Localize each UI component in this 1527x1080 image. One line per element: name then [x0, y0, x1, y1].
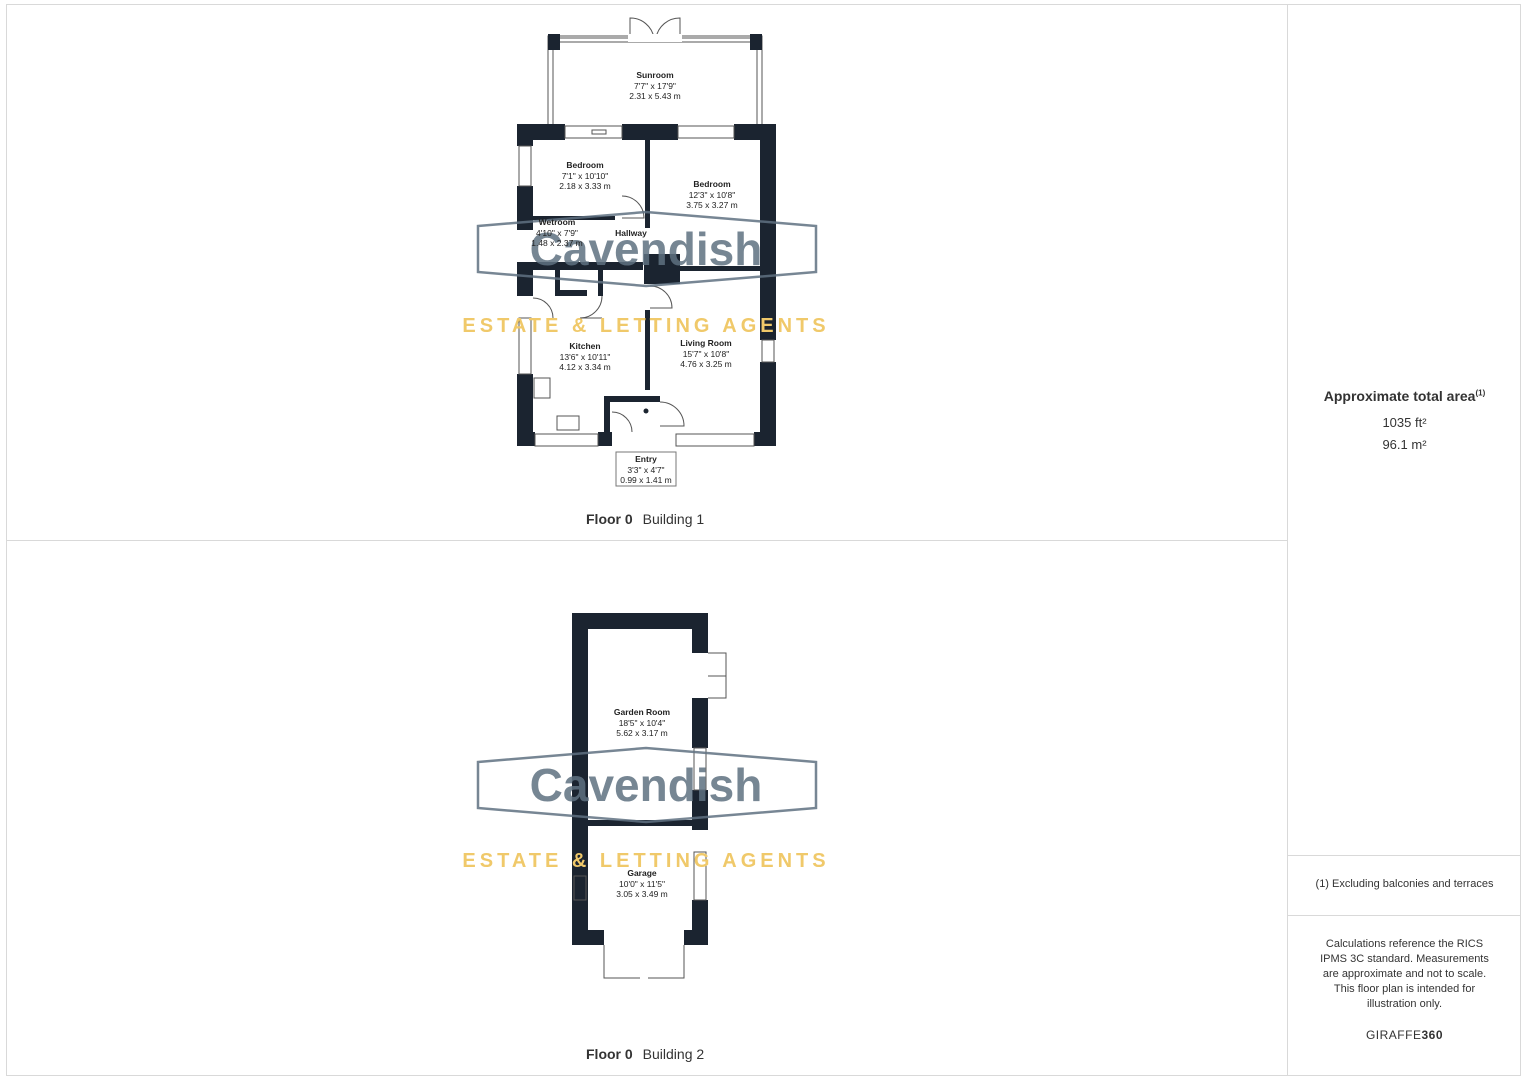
room-dims-metric: 5.62 x 3.17 m [616, 728, 668, 738]
watermark-tagline-1: ESTATE & LETTING AGENTS [462, 315, 829, 337]
total-area-title: Approximate total area(1) [1323, 388, 1486, 404]
room-dims-imperial: 7'7" x 17'9" [634, 81, 676, 91]
watermark-logo-text-1: Cavendish [530, 223, 763, 275]
sunroom-post-right [750, 34, 762, 50]
sidebar-rule-2 [1288, 915, 1521, 916]
room-dims-imperial: 13'6" x 10'11" [560, 352, 611, 362]
room-dims-imperial: 15'7" x 10'8" [683, 349, 730, 359]
room-dims-imperial: 7'1" x 10'10" [562, 171, 609, 181]
house-walls [517, 124, 776, 446]
room-dims-metric: 4.12 x 3.34 m [559, 362, 611, 372]
room-dims-imperial: 4'10" x 7'9" [536, 228, 578, 238]
building-2-plan [572, 613, 727, 979]
outbuilding-walls [572, 613, 708, 945]
exclusion-note: (1) Excluding balconies and terraces [1315, 878, 1494, 890]
entry-label-box [615, 451, 677, 487]
room-name: Kitchen [569, 341, 600, 351]
room-name: Sunroom [636, 70, 674, 80]
giraffe360-logo: GIRAFFE360 [1365, 1028, 1444, 1042]
floor-caption-building-1: Floor 0 Building 1 [586, 511, 704, 527]
cavendish-watermark: Cavendish ESTATE & LETTING AGENTS Cavend… [462, 210, 829, 872]
floor-level: Floor 0 [586, 1046, 633, 1062]
sidebar-divider [1287, 4, 1288, 1076]
entry-marker [643, 408, 649, 414]
room-dims-imperial: 3'3" x 4'7" [627, 465, 664, 475]
room-dims-metric: 2.31 x 5.43 m [629, 91, 681, 101]
room-name: Bedroom [693, 179, 731, 189]
room-name: Garden Room [614, 707, 671, 717]
sunroom-post-left [548, 34, 560, 50]
room-name: Garage [627, 868, 657, 878]
footnote-mark: (1) [1475, 388, 1486, 398]
sunroom-door-gap [628, 34, 682, 42]
room-labels: Sunroom 7'7" x 17'9" 2.31 x 5.43 m Bedro… [531, 70, 738, 899]
room-name: Entry [635, 454, 657, 464]
room-dims-metric: 4.76 x 3.25 m [680, 359, 732, 369]
floor-level: Floor 0 [586, 511, 633, 527]
room-dims-metric: 0.99 x 1.41 m [620, 475, 672, 485]
room-dims-imperial: 12'3" x 10'8" [689, 190, 736, 200]
disclaimer-note: Calculations reference the RICS IPMS 3C … [1320, 938, 1489, 1010]
house-windows [518, 125, 775, 447]
floor-divider [6, 540, 1287, 541]
room-name: Hallway [615, 228, 647, 238]
room-dims-metric: 3.75 x 3.27 m [686, 200, 738, 210]
room-name: Wetroom [539, 217, 576, 227]
room-dims-metric: 3.05 x 3.49 m [616, 889, 668, 899]
watermark-tagline-2: ESTATE & LETTING AGENTS [462, 850, 829, 872]
room-dims-metric: 2.18 x 3.33 m [559, 181, 611, 191]
sidebar-rule-1 [1288, 855, 1521, 856]
total-area-ft: 1035 ft² [1382, 415, 1427, 430]
room-name: Living Room [680, 338, 732, 348]
building-name: Building 1 [642, 511, 705, 527]
floor-caption-building-2: Floor 0 Building 2 [586, 1046, 704, 1062]
building-name: Building 2 [642, 1046, 705, 1062]
total-area-m: 96.1 m² [1382, 437, 1427, 452]
building-1-plan [517, 17, 776, 487]
outbuilding-windows [573, 652, 727, 979]
room-dims-metric: 1.48 x 2.37 m [531, 238, 583, 248]
room-dims-imperial: 18'5" x 10'4" [619, 718, 666, 728]
room-name: Bedroom [566, 160, 604, 170]
watermark-logo-text-2: Cavendish [530, 759, 763, 811]
room-dims-imperial: 10'0" x 11'5" [619, 879, 665, 889]
